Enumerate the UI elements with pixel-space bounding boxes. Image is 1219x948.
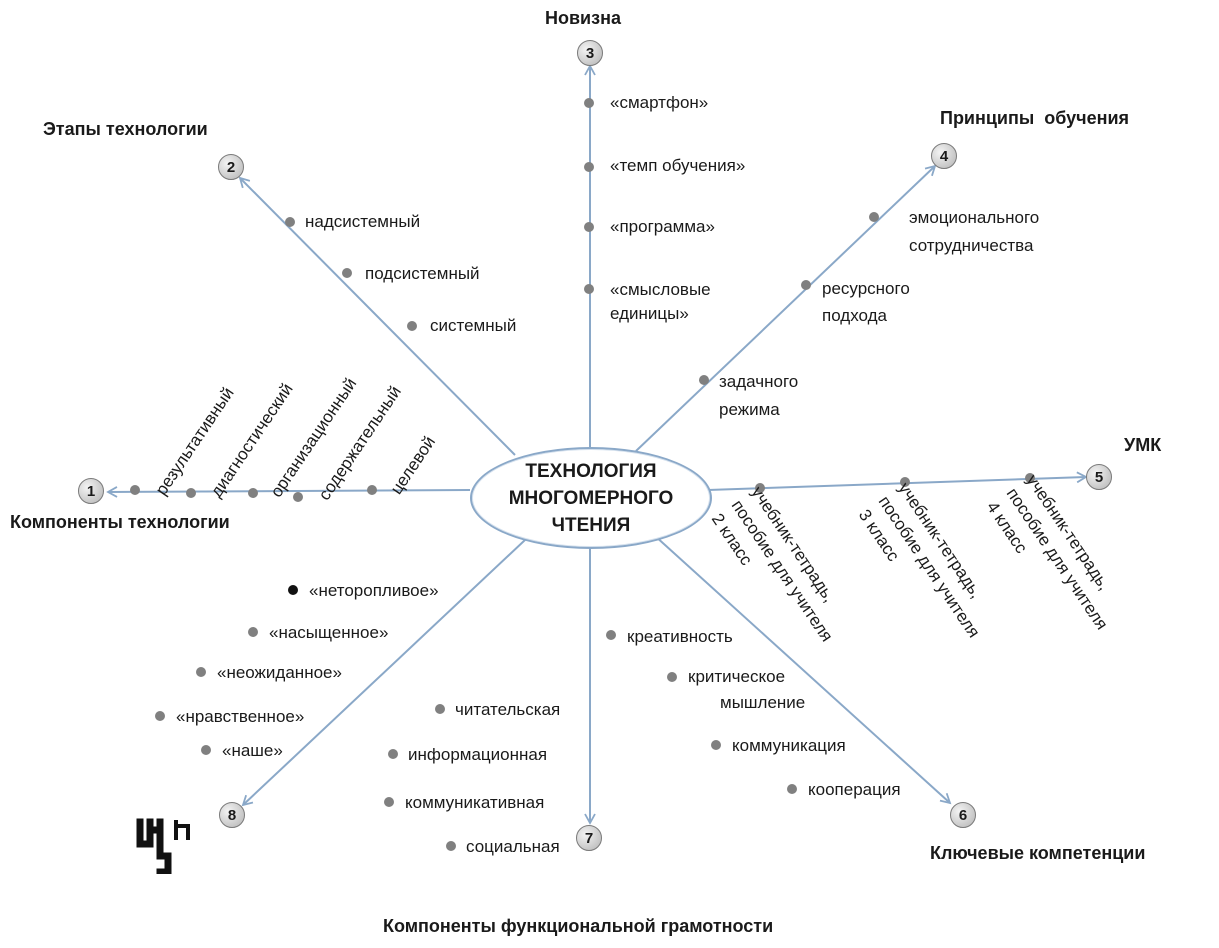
- branch-3-item: «темп обучения»: [610, 156, 746, 175]
- bullet-dot: [130, 485, 140, 495]
- node-number-8: 8: [219, 802, 245, 828]
- ch-logo-icon: [136, 818, 190, 874]
- bullet-dot: [342, 268, 352, 278]
- bullet-dot: [1025, 473, 1035, 483]
- branch-8-line: [241, 539, 526, 807]
- branch-7-title: Компоненты функциональной грамотности: [383, 916, 774, 936]
- branch-1-title: Компоненты технологии: [10, 512, 230, 532]
- branch-8-item: «нравственное»: [176, 707, 305, 726]
- branch-3-item: единицы»: [610, 304, 689, 323]
- node-number-3: 3: [577, 40, 603, 66]
- node-number-6: 6: [950, 802, 976, 828]
- node-number-2: 2: [218, 154, 244, 180]
- bullet-dot: [293, 492, 303, 502]
- bullet-dot: [755, 483, 765, 493]
- bullet-dot: [248, 488, 258, 498]
- branch-7-item: читательская: [455, 700, 561, 719]
- branch-4-line: [635, 164, 937, 452]
- branch-4-title: Принципы обучения: [940, 108, 1130, 128]
- bullet-dot: [584, 98, 594, 108]
- branch-6-line: [653, 534, 952, 805]
- center-line-2: МНОГОМЕРНОГО: [508, 487, 674, 509]
- bullet-dot: [248, 627, 258, 637]
- bullet-dot: [388, 749, 398, 759]
- bullet-dot: [584, 222, 594, 232]
- branch-6-item: коммуникация: [732, 736, 846, 755]
- bullet-dot: [606, 630, 616, 640]
- node-number-1: 1: [78, 478, 104, 504]
- branch-6-item: креативность: [627, 627, 733, 646]
- branch-6-title: Ключевые компетенции: [930, 843, 1146, 863]
- bullet-dot: [288, 585, 298, 595]
- branch-3-item: «программа»: [610, 217, 715, 236]
- branch-7-item: социальная: [466, 837, 560, 856]
- branch-6-item: кооперация: [808, 780, 901, 799]
- branch-1-line: [106, 486, 471, 498]
- branch-3-item: «смартфон»: [610, 93, 709, 112]
- node-number-7: 7: [576, 825, 602, 851]
- bullet-dot: [201, 745, 211, 755]
- bullet-dot: [196, 667, 206, 677]
- bullet-dot: [900, 477, 910, 487]
- bullet-dot: [285, 217, 295, 227]
- branch-8-item: «неожиданное»: [217, 663, 342, 682]
- branch-4-item: режима: [719, 400, 780, 419]
- bullet-dot: [869, 212, 879, 222]
- branch-2-item: системный: [430, 316, 517, 335]
- branch-3-item: «смысловые: [610, 280, 711, 299]
- branch-5-title: УМК: [1124, 435, 1162, 455]
- bullet-dot: [801, 280, 811, 290]
- branch-4-item: ресурсного: [822, 279, 910, 298]
- bullet-dot: [667, 672, 677, 682]
- bullet-dot: [435, 704, 445, 714]
- bullet-dot: [384, 797, 394, 807]
- branch-6-item: критическое: [688, 667, 786, 686]
- branch-2-item: надсистемный: [305, 212, 421, 231]
- branch-8-item: «насыщенное»: [269, 623, 389, 642]
- branch-8-item: «неторопливое»: [309, 581, 439, 600]
- center-line-1: ТЕХНОЛОГИЯ: [525, 460, 657, 482]
- bullet-dot: [699, 375, 709, 385]
- bullet-dot: [446, 841, 456, 851]
- bullet-dot: [367, 485, 377, 495]
- branch-8-item: «наше»: [222, 741, 283, 760]
- node-number-5: 5: [1086, 464, 1112, 490]
- bullet-dot: [584, 284, 594, 294]
- branch-2-item: подсистемный: [365, 264, 480, 283]
- branch-2-title: Этапы технологии: [43, 119, 208, 139]
- node-number-4: 4: [931, 143, 957, 169]
- bullet-dot: [407, 321, 417, 331]
- branch-7-item: коммуникативная: [405, 793, 545, 812]
- branch-3-title: Новизна: [545, 8, 621, 28]
- branch-4-item: подхода: [822, 306, 887, 325]
- branch-4-item: задачного: [719, 372, 799, 391]
- bullet-dot: [155, 711, 165, 721]
- bullet-dot: [787, 784, 797, 794]
- branch-4-item: эмоционального: [909, 208, 1040, 227]
- central-node: ТЕХНОЛОГИЯ МНОГОМЕРНОГО ЧТЕНИЯ: [470, 447, 712, 549]
- branch-7-item: информационная: [408, 745, 548, 764]
- bullet-dot: [711, 740, 721, 750]
- branch-4-item: сотрудничества: [909, 236, 1034, 255]
- branch-5-line: [707, 471, 1088, 491]
- center-line-3: ЧТЕНИЯ: [551, 514, 631, 536]
- branch-6-item: мышление: [720, 693, 806, 712]
- bullet-dot: [584, 162, 594, 172]
- bullet-dot: [186, 488, 196, 498]
